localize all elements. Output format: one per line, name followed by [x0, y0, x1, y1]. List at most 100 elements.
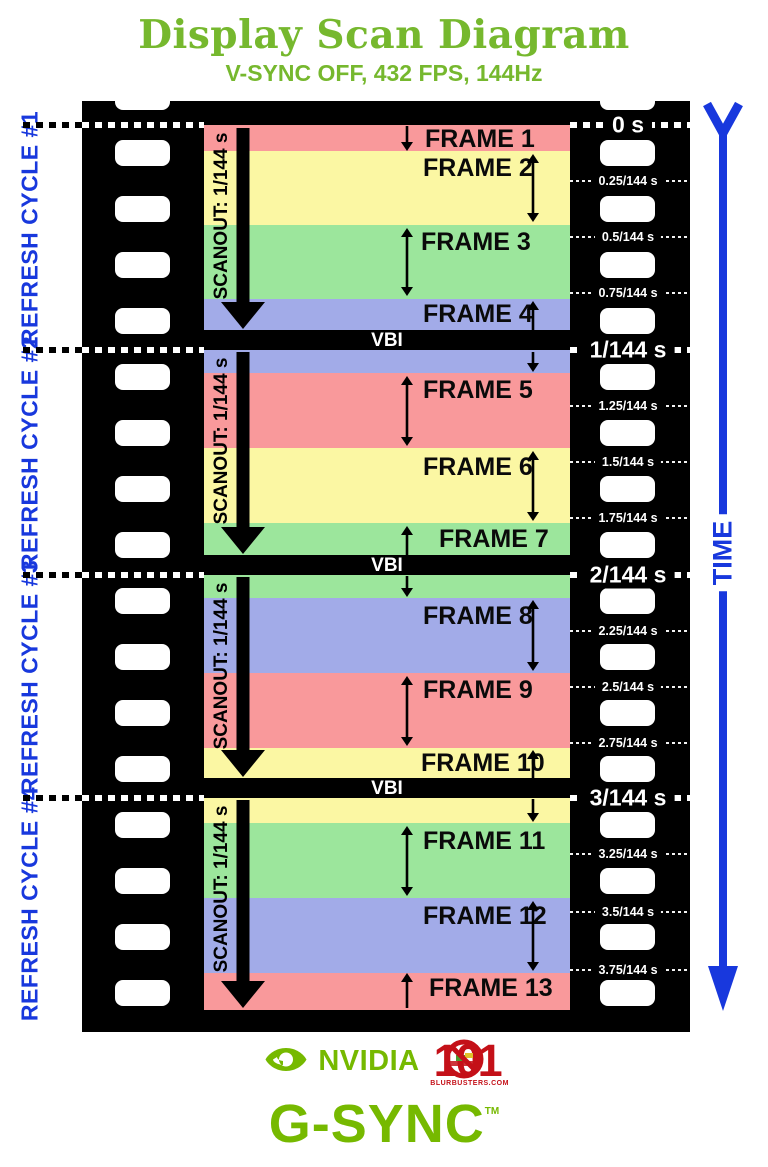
footer: NVIDIA 101 BLURBUSTERS.COM G-SYNCTM blur… [0, 1038, 768, 1167]
refresh-cycle-label: REFRESH CYCLE #3 [16, 559, 43, 794]
trademark-symbol: TM [484, 1106, 500, 1117]
no-symbol-icon [444, 1039, 484, 1079]
film-sprocket-hole-right [600, 364, 655, 390]
scanout-arrow [221, 800, 265, 1008]
frame-band [204, 523, 570, 555]
frame-band [204, 448, 570, 523]
refresh-cycle-label: REFRESH CYCLE #4 [16, 786, 43, 1022]
vbi-bar: VBI [204, 555, 570, 575]
frame-band [204, 151, 570, 225]
scanout-label: SCANOUT: 1/144 s [211, 582, 232, 750]
frame-span-arrow [401, 826, 413, 896]
film-sprocket-hole-right [600, 196, 655, 222]
time-tick-line [23, 122, 82, 128]
film-sprocket-hole-left [115, 868, 170, 894]
time-tick-label: 1.25/144 s [591, 399, 665, 413]
frame-band [204, 598, 570, 673]
scanout-arrow [221, 577, 265, 777]
film-sprocket-hole-right [600, 252, 655, 278]
film-sprocket-hole-right [600, 420, 655, 446]
frame-label: FRAME 9 [423, 676, 533, 704]
time-tick-label: 0.75/144 s [591, 286, 665, 300]
time-tick-label: 1.5/144 s [594, 455, 662, 469]
time-tick-line [82, 347, 204, 353]
vbi-bar: VBI [204, 778, 570, 798]
film-sprocket-hole-left [115, 196, 170, 222]
film-sprocket-hole-left [115, 252, 170, 278]
frame-label: FRAME 8 [423, 602, 533, 630]
footer-logo-row: NVIDIA 101 BLURBUSTERS.COM [0, 1038, 768, 1087]
film-sprocket-hole-left [115, 476, 170, 502]
frame-continuation-arrow [401, 576, 413, 597]
frame-span-arrow [527, 600, 539, 671]
time-tick-line [23, 795, 82, 801]
frame-label: FRAME 7 [439, 525, 549, 553]
film-sprocket-hole-left [115, 812, 170, 838]
vbi-label: VBI [371, 777, 403, 799]
scanout-arrow [221, 128, 265, 329]
gsync-wordmark: G-SYNC [268, 1094, 485, 1154]
vbi-label: VBI [371, 554, 403, 576]
frame-band [204, 798, 570, 823]
frame-continuation-arrow [527, 799, 539, 822]
frame-span-arrow [401, 676, 413, 746]
frame-band [204, 823, 570, 898]
time-tick-label: 3.25/144 s [591, 847, 665, 861]
frame-band [204, 748, 570, 778]
frame-span-arrow [527, 154, 539, 222]
time-tick-label: 3.5/144 s [594, 905, 662, 919]
blurbusters-101-logo: 101 BLURBUSTERS.COM [429, 1038, 508, 1087]
time-tick-line [23, 347, 82, 353]
film-sprocket-hole-left [115, 700, 170, 726]
frame-span-arrow [527, 451, 539, 521]
time-tick-line [82, 572, 204, 578]
film-sprocket-hole-right [600, 532, 655, 558]
frame-continuation-arrow [527, 352, 539, 372]
film-sprocket-hole-left [115, 364, 170, 390]
time-tick-line [82, 122, 204, 128]
time-tick-label: 3.75/144 s [591, 963, 665, 977]
time-tick-label: 2.25/144 s [591, 624, 665, 638]
page-subtitle: V-SYNC OFF, 432 FPS, 144Hz [225, 60, 543, 86]
frame-label: FRAME 3 [421, 228, 531, 256]
film-sprocket-hole-left [115, 588, 170, 614]
time-tick-label: 2/144 s [581, 561, 675, 589]
time-tick-label: 3/144 s [581, 784, 675, 812]
frame-span-arrow [527, 901, 539, 971]
film-sprocket-hole-right [600, 588, 655, 614]
frame-label: FRAME 4 [423, 300, 533, 328]
frame-band [204, 673, 570, 748]
scanout-label: SCANOUT: 1/144 s [211, 132, 232, 300]
frame-span-arrow [401, 376, 413, 446]
vbi-bar: VBI [204, 330, 570, 350]
film-sprocket-hole-right [600, 476, 655, 502]
time-tick-label: 2.5/144 s [594, 680, 662, 694]
film-sprocket-hole-left [115, 532, 170, 558]
frame-label: FRAME 12 [423, 902, 547, 930]
film-sprocket-hole-right [600, 700, 655, 726]
refresh-cycle-label: REFRESH CYCLE #1 [16, 110, 43, 345]
frame-band [204, 575, 570, 598]
film-sprocket-hole-right [600, 140, 655, 166]
nvidia-eye-icon [265, 1048, 307, 1071]
film-sprocket-hole-right [600, 868, 655, 894]
film-sprocket-hole-left [115, 644, 170, 670]
film-sprocket-hole-right [600, 924, 655, 950]
frame-continuation-arrow [401, 973, 413, 1008]
film-sprocket-hole-left [115, 980, 170, 1006]
refresh-cycle-label: REFRESH CYCLE #2 [16, 335, 43, 570]
film-sprocket-hole-right [600, 756, 655, 782]
frame-band [204, 373, 570, 448]
frame-span-arrow [401, 228, 413, 296]
frame-band [204, 898, 570, 973]
film-sprocket-hole-left [115, 756, 170, 782]
gsync-row: G-SYNCTM [0, 1090, 768, 1160]
vbi-label: VBI [371, 329, 403, 351]
frame-continuation-arrow [401, 126, 413, 151]
frame-label: FRAME 1 [425, 125, 535, 153]
time-axis-label: TIME [705, 514, 741, 592]
frame-label: FRAME 2 [423, 154, 533, 182]
film-sprocket-hole-left [115, 101, 170, 110]
